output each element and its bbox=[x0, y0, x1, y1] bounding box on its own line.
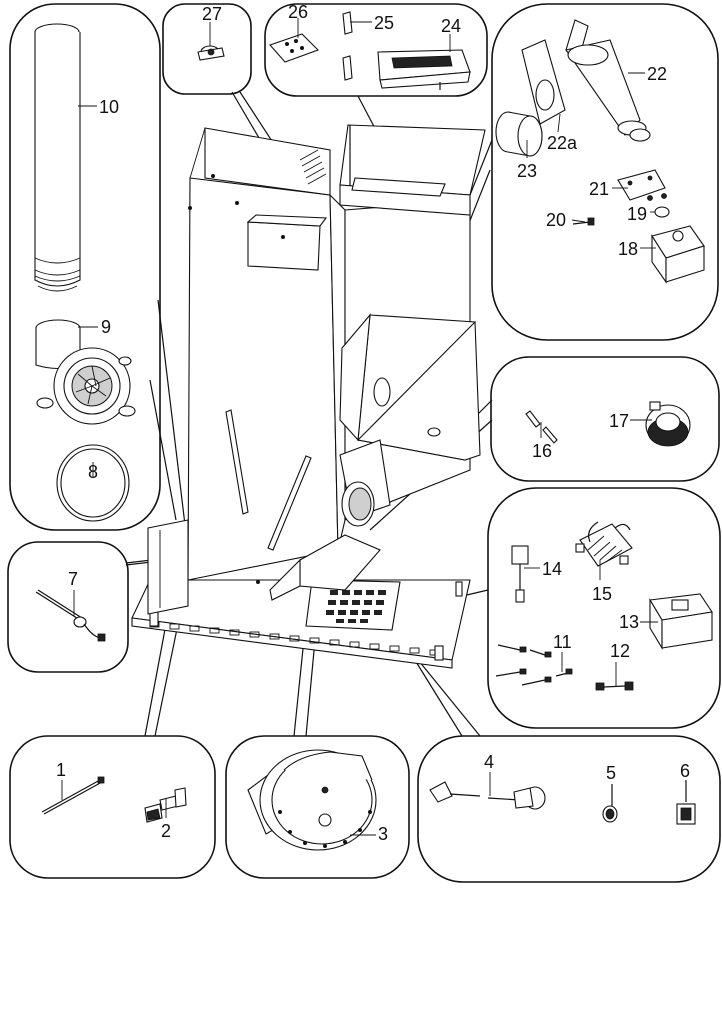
part-16-clips bbox=[525, 410, 558, 444]
part-22a-plate bbox=[521, 39, 566, 125]
callout-23: 23 bbox=[517, 161, 537, 181]
panel-7 bbox=[7, 541, 129, 673]
callout-1: 1 bbox=[56, 760, 66, 780]
callout-22: 22 bbox=[647, 64, 667, 84]
callout-6: 6 bbox=[680, 761, 690, 781]
callout-4: 4 bbox=[484, 752, 494, 772]
part-5-bushing bbox=[602, 784, 618, 823]
callout-27: 27 bbox=[202, 4, 222, 24]
part-24-control-panel bbox=[377, 49, 471, 90]
callout-16: 16 bbox=[532, 441, 552, 461]
callout-7: 7 bbox=[68, 569, 78, 589]
part-7-igniter bbox=[35, 589, 106, 642]
callout-25: 25 bbox=[374, 13, 394, 33]
part-18-motor-block bbox=[651, 225, 705, 284]
panel-11-15 bbox=[487, 487, 721, 729]
callout-24: 24 bbox=[441, 16, 461, 36]
callout-17: 17 bbox=[609, 411, 629, 431]
part-27-clip bbox=[197, 45, 225, 61]
callout-11: 11 bbox=[553, 632, 572, 652]
callout-2: 2 bbox=[161, 821, 171, 841]
callout-9: 9 bbox=[101, 317, 111, 337]
part-15-wiring-loom bbox=[575, 521, 633, 567]
callout-14: 14 bbox=[542, 559, 562, 579]
callout-10: 10 bbox=[99, 97, 119, 117]
panel-4-6 bbox=[417, 735, 721, 883]
part-4-cable bbox=[429, 781, 546, 810]
part-26-plate bbox=[269, 33, 319, 63]
part-11-cables bbox=[495, 644, 573, 686]
part-23-sleeve bbox=[495, 111, 543, 157]
part-2-sensor bbox=[144, 787, 187, 823]
part-17-pressure-switch bbox=[645, 401, 691, 447]
part-12-cable bbox=[595, 681, 634, 691]
callout-22a: 22a bbox=[547, 133, 578, 153]
callout-18: 18 bbox=[618, 239, 638, 259]
callout-3: 3 bbox=[378, 824, 388, 844]
part-21-bracket bbox=[617, 169, 666, 201]
part-8-gasket bbox=[56, 444, 130, 522]
part-10-flue-pipe bbox=[34, 23, 81, 292]
callout-13: 13 bbox=[619, 612, 639, 632]
part-13-control-board bbox=[649, 593, 713, 650]
part-9-combustion-fan bbox=[35, 319, 136, 425]
callout-15: 15 bbox=[592, 584, 612, 604]
part-1-probe bbox=[41, 776, 105, 815]
main-stove-body bbox=[131, 124, 486, 669]
callout-19: 19 bbox=[627, 204, 647, 224]
callout-20: 20 bbox=[546, 210, 566, 230]
part-6-switch bbox=[676, 780, 696, 825]
callout-8: 8 bbox=[88, 462, 98, 482]
part-25-brackets bbox=[342, 11, 353, 81]
callout-5: 5 bbox=[606, 763, 616, 783]
callout-26: 26 bbox=[288, 2, 308, 22]
callout-21: 21 bbox=[589, 179, 609, 199]
part-3-blower bbox=[247, 749, 377, 851]
part-22-auger-motor bbox=[565, 19, 651, 142]
panel-1-2 bbox=[9, 735, 216, 879]
callout-ticks bbox=[61, 18, 658, 836]
callout-12: 12 bbox=[610, 641, 630, 661]
panel-16-17 bbox=[490, 356, 720, 482]
part-14-connector bbox=[511, 545, 529, 603]
part-20-screw bbox=[572, 217, 595, 226]
callout-labels: 1 2 3 4 5 6 7 8 9 10 11 12 13 14 15 16 1… bbox=[56, 2, 690, 844]
